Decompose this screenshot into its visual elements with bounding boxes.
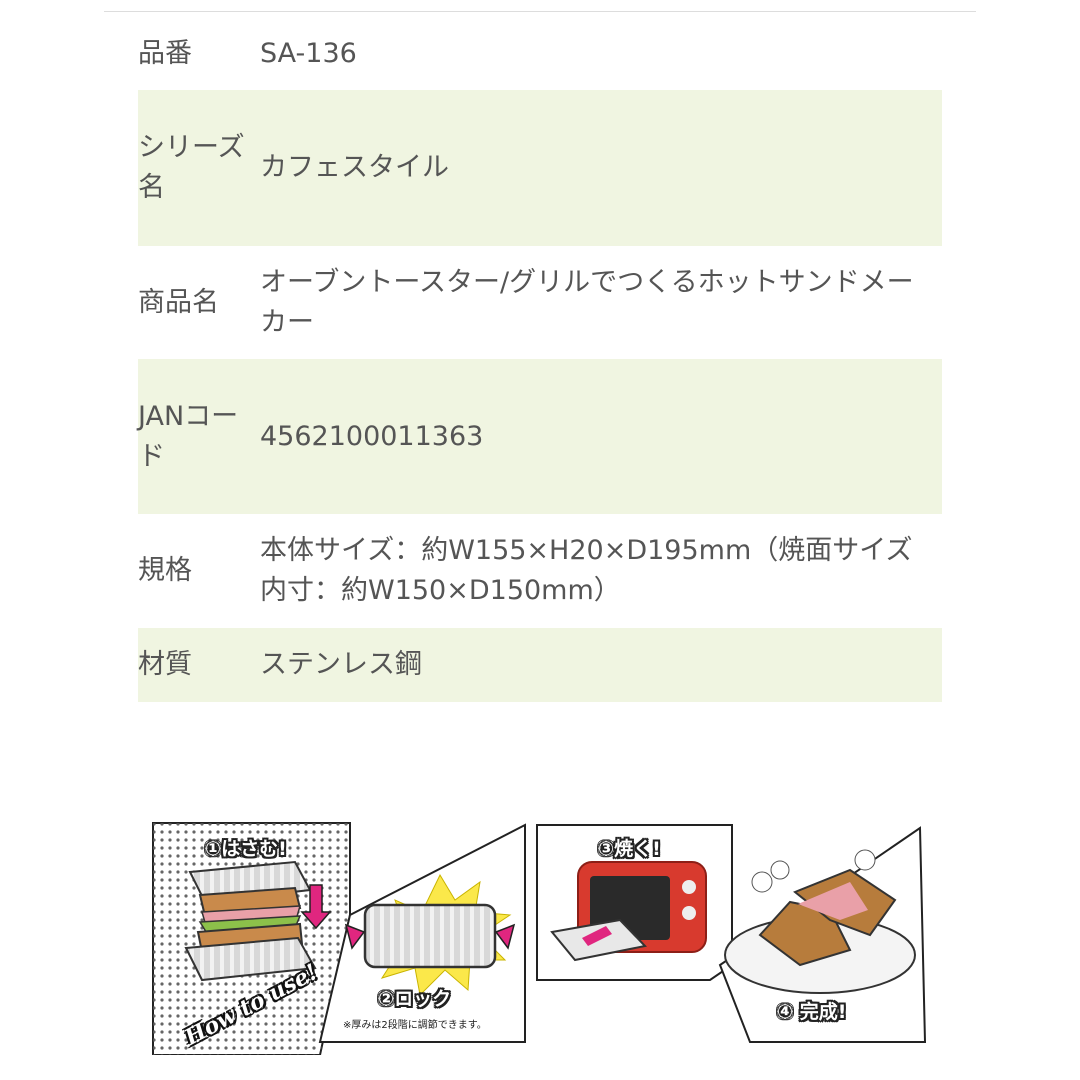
spec-row-product-number: 品番 SA-136 bbox=[138, 17, 942, 90]
spec-value: オーブントースター/グリルでつくるホットサンドメーカー bbox=[260, 266, 914, 338]
step3-caption: ③焼く! bbox=[598, 838, 661, 860]
spec-label: 品番 bbox=[138, 37, 192, 69]
step3-panel bbox=[536, 824, 733, 981]
step1-caption: ①はさむ! bbox=[205, 838, 287, 860]
spec-label: 商品名 bbox=[138, 286, 219, 318]
step2-panel bbox=[318, 823, 526, 1043]
spec-row-material: 材質 ステンレス鋼 bbox=[138, 628, 942, 702]
step2-caption: ②ロック bbox=[378, 988, 452, 1010]
thickness-note: ※厚みは2段階に調節できます。 bbox=[343, 1020, 487, 1031]
how-to-use-illustration: ①はさむ! ②ロック ※厚みは2段階に調節できます。 ③焼く! ④ 完成! Ho… bbox=[150, 820, 930, 1056]
spec-value: 4562100011363 bbox=[260, 420, 484, 452]
spec-value: SA-136 bbox=[260, 37, 357, 69]
step4-panel bbox=[718, 826, 927, 1043]
spec-row-series: シリーズ名 カフェスタイル bbox=[138, 90, 942, 246]
top-divider bbox=[104, 11, 976, 12]
spec-row-product-name: 商品名 オーブントースター/グリルでつくるホットサンドメーカー bbox=[138, 246, 942, 359]
spec-row-dimensions: 規格 本体サイズ：約W155×H20×D195mm（焼面サイズ内寸：約W150×… bbox=[138, 514, 942, 628]
step4-caption: ④ 完成! bbox=[777, 1001, 847, 1023]
spec-label: 規格 bbox=[138, 555, 192, 586]
spec-row-jan: JANコード 4562100011363 bbox=[138, 359, 942, 514]
spec-label: JANコード bbox=[138, 400, 239, 472]
spec-label: 材質 bbox=[138, 649, 192, 680]
spec-value: 本体サイズ：約W155×H20×D195mm（焼面サイズ内寸：約W150×D15… bbox=[260, 535, 913, 606]
spec-value: ステンレス鋼 bbox=[260, 649, 422, 680]
spec-table: 品番 SA-136 シリーズ名 カフェスタイル 商品名 オーブントースター/グリ… bbox=[138, 17, 942, 702]
step1-panel bbox=[152, 822, 351, 1056]
spec-label: シリーズ名 bbox=[138, 132, 245, 203]
how-to-use-graphic bbox=[152, 822, 927, 1056]
spec-value: カフェスタイル bbox=[260, 152, 449, 183]
